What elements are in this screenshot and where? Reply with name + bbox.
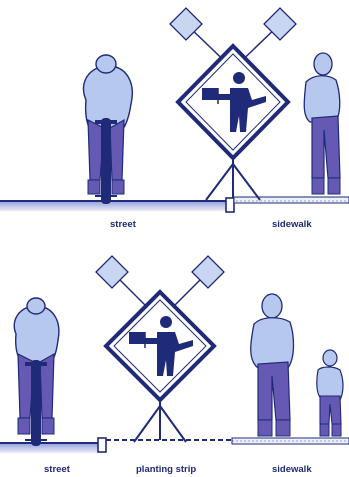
bottom-sidewalk-label: sidewalk <box>272 464 312 475</box>
top-cyclist-figure <box>83 55 132 204</box>
bottom-planting-strip-label: planting strip <box>136 464 196 475</box>
top-street-label: street <box>110 219 137 230</box>
bottom-curb <box>98 438 106 452</box>
top-sidewalk-label: sidewalk <box>272 219 312 230</box>
bottom-street-surface <box>0 443 100 453</box>
bottom-street-label: street <box>44 464 71 475</box>
top-pedestrian-figure <box>304 53 340 194</box>
bottom-panel: street planting strip sidewalk <box>0 256 349 475</box>
bottom-flagger-sign <box>96 256 224 442</box>
top-street-surface <box>0 201 230 211</box>
top-panel: street sidewalk <box>0 8 349 230</box>
bottom-child-pedestrian-figure <box>317 350 343 436</box>
top-flagger-sign <box>170 8 296 200</box>
top-sidewalk-surface <box>226 197 349 212</box>
bottom-adult-pedestrian-figure <box>251 294 294 436</box>
bottom-cyclist-figure <box>14 298 59 446</box>
bottom-sidewalk-surface <box>232 438 349 444</box>
